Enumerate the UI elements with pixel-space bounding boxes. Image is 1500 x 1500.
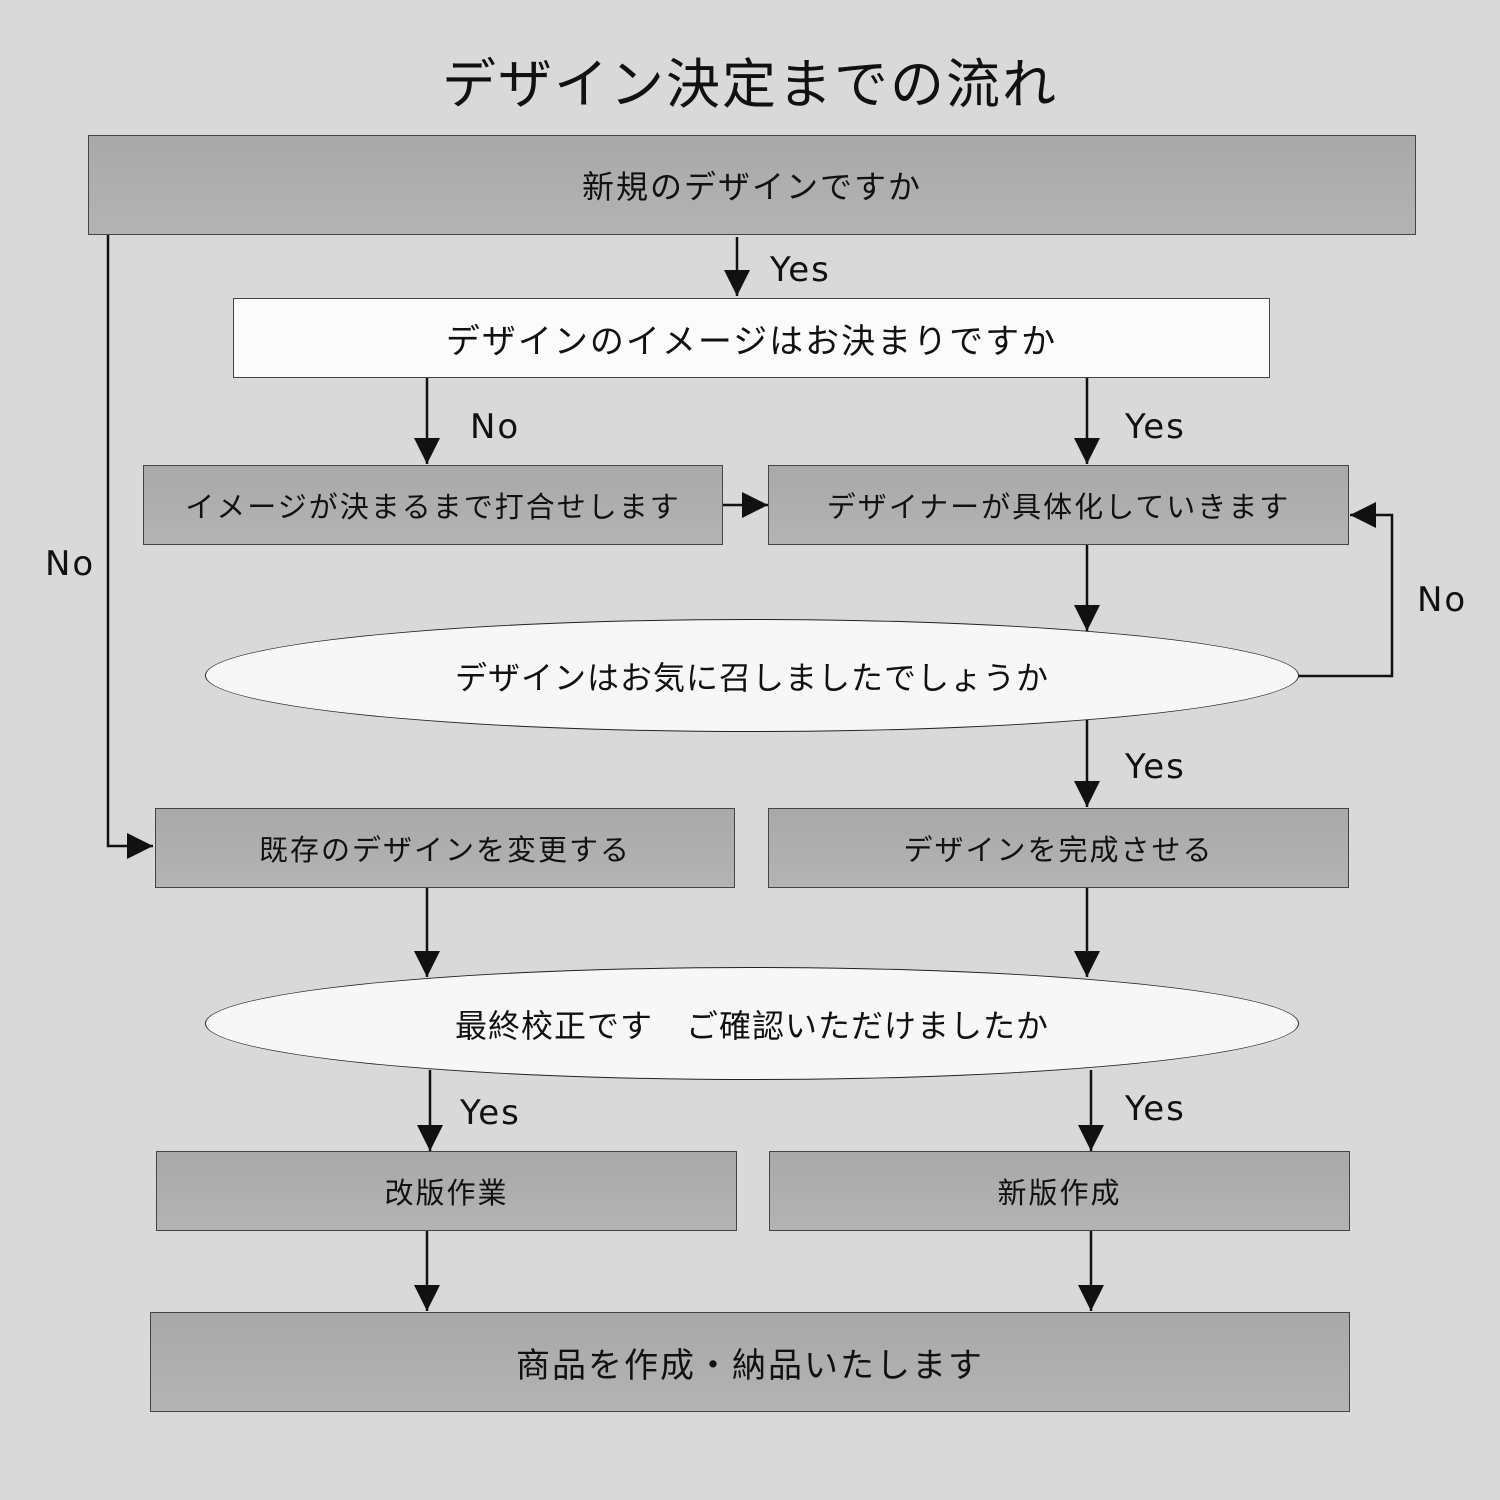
- label-yes-image: Yes: [1125, 407, 1186, 447]
- node-new-edition: 新版作成: [769, 1151, 1350, 1231]
- node-final-proof: 最終校正です ご確認いただけましたか: [205, 967, 1299, 1080]
- node-meeting: イメージが決まるまで打合せします: [143, 465, 723, 545]
- node-designer: デザイナーが具体化していきます: [768, 465, 1349, 545]
- arrow-like-no-loop: [1298, 502, 1394, 678]
- node-like-design: デザインはお気に召しましたでしょうか: [205, 619, 1299, 732]
- label-yes-like: Yes: [1125, 747, 1186, 787]
- node-deliver: 商品を作成・納品いたします: [150, 1312, 1350, 1412]
- label-yes-proof-right: Yes: [1125, 1089, 1186, 1129]
- node-image-decided: デザインのイメージはお決まりですか: [233, 298, 1270, 378]
- arrow-start-no: [106, 235, 153, 859]
- node-modify-existing: 既存のデザインを変更する: [155, 808, 735, 888]
- label-no-start: No: [45, 544, 96, 584]
- node-revision: 改版作業: [156, 1151, 737, 1231]
- node-start: 新規のデザインですか: [88, 135, 1416, 235]
- label-no-image: No: [470, 407, 521, 447]
- node-complete-design: デザインを完成させる: [768, 808, 1349, 888]
- label-yes-proof-left: Yes: [460, 1093, 521, 1133]
- diagram-title: デザイン決定までの流れ: [442, 53, 1058, 116]
- label-no-like: No: [1417, 580, 1468, 620]
- label-yes-start: Yes: [770, 250, 831, 290]
